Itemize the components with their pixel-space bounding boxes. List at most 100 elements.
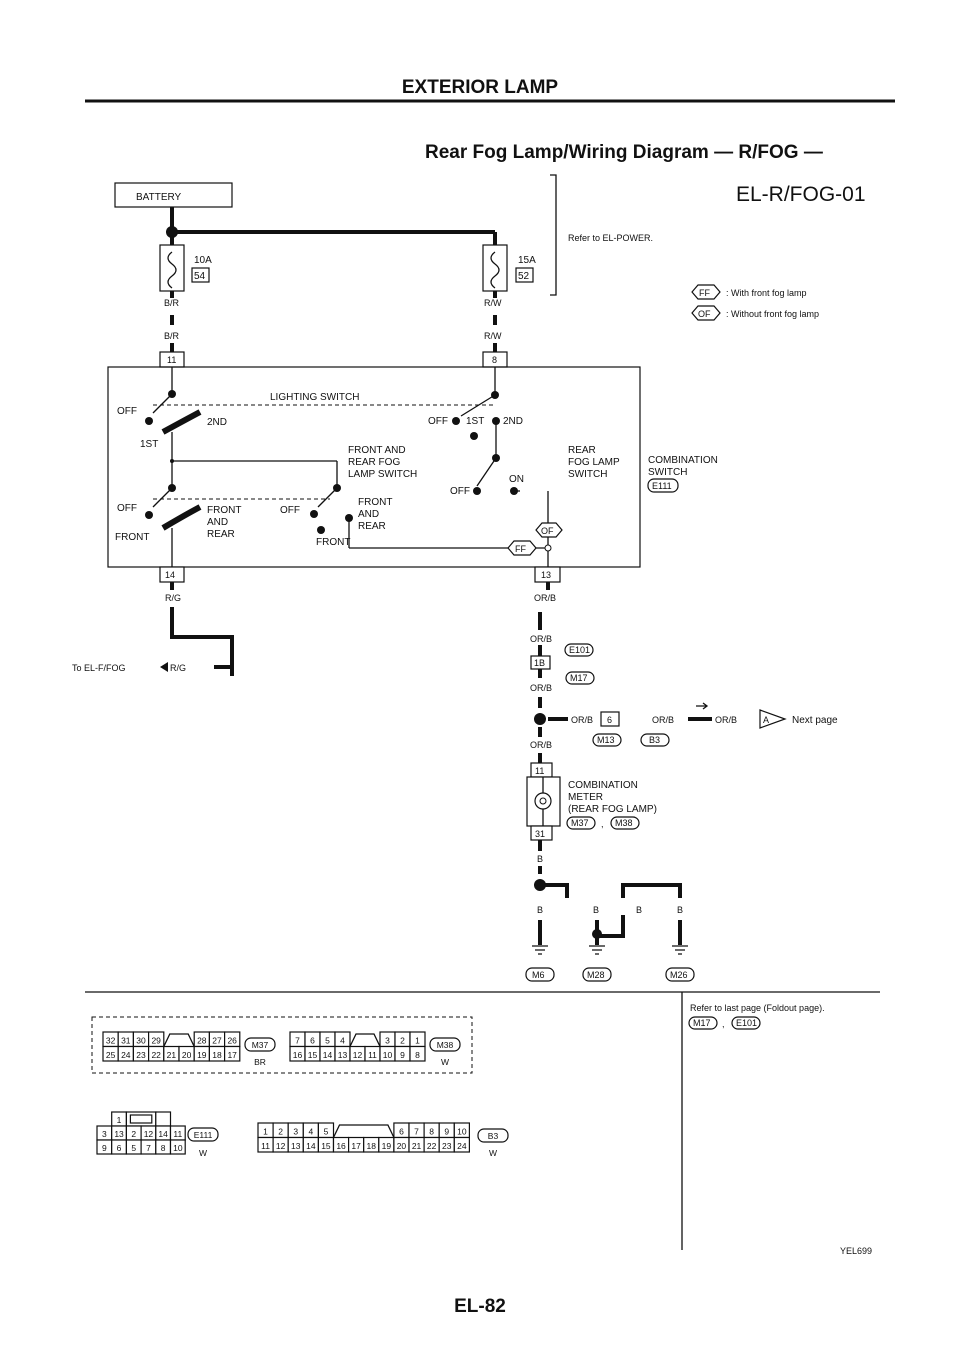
svg-text:OFF: OFF (117, 503, 137, 514)
pin-number: 25 (106, 1050, 116, 1060)
svg-text:REAR: REAR (358, 521, 386, 532)
pin-number: 16 (336, 1141, 346, 1151)
svg-text:OF: OF (698, 309, 711, 319)
fuse-left: 10A 54 (159, 244, 212, 292)
wire-color-label: OR/B (715, 715, 737, 725)
svg-text:B3: B3 (649, 735, 660, 745)
svg-text:SWITCH: SWITCH (568, 469, 607, 480)
pin-number: 14 (306, 1141, 316, 1151)
pin-number: 20 (182, 1050, 192, 1060)
figure-code: YEL699 (840, 1246, 872, 1256)
pin-number: 6 (607, 715, 612, 725)
connector-color: W (199, 1148, 207, 1158)
pin-number: 11 (368, 1050, 377, 1060)
wire-color-label: B (677, 905, 683, 915)
connector-tag-b3: B3 (640, 733, 670, 747)
pin-number: 1 (415, 1036, 420, 1046)
svg-text:E101: E101 (569, 645, 590, 655)
legend-ff: FF : With front fog lamp (691, 284, 807, 300)
connector-tag-m38: M38 (610, 816, 640, 830)
svg-text:FRONT: FRONT (207, 505, 241, 516)
pin-number: 6 (310, 1036, 315, 1046)
wire-color-label: B (537, 854, 543, 864)
pin-number: 11 (173, 1129, 182, 1139)
svg-text:REAR: REAR (207, 529, 235, 540)
fuse-right: 15A 52 (482, 244, 536, 292)
svg-text:FRONT: FRONT (358, 497, 392, 508)
pin-number: 26 (227, 1036, 237, 1046)
pin-number: 13 (541, 570, 551, 580)
pin-number: 6 (399, 1127, 404, 1137)
pin-number: 14 (323, 1050, 333, 1060)
ground-tag-m28: M28 (582, 967, 612, 982)
pin-number: 8 (492, 355, 497, 365)
pin-number: 15 (308, 1050, 318, 1060)
combination-switch-label: SWITCH (648, 467, 687, 478)
diagram-subtitle: Rear Fog Lamp/Wiring Diagram — R/FOG — (425, 142, 823, 163)
pin-number: 8 (415, 1050, 420, 1060)
pin-number: 4 (308, 1127, 313, 1137)
wire-color-label: B/R (164, 298, 180, 308)
wire-color-label: OR/B (571, 715, 593, 725)
svg-text:FRONT: FRONT (316, 537, 350, 548)
svg-text:1ST: 1ST (466, 416, 484, 427)
pin-number: 9 (102, 1143, 107, 1153)
svg-text:AND: AND (358, 509, 379, 520)
pin-number: 13 (338, 1050, 348, 1060)
pin-number: 21 (412, 1141, 422, 1151)
svg-text:REAR FOG: REAR FOG (348, 457, 400, 468)
svg-text:OFF: OFF (428, 416, 448, 427)
pin-number: 12 (353, 1050, 363, 1060)
svg-text:OFF: OFF (280, 505, 300, 516)
to-el-ffog-label: To EL-F/FOG (72, 663, 126, 673)
pin-number: 13 (291, 1141, 301, 1151)
wire-color-label: OR/B (530, 683, 552, 693)
power-bracket (550, 174, 557, 296)
pin-number: 9 (400, 1050, 405, 1060)
pin-number: 23 (442, 1141, 452, 1151)
pin-number: 10 (173, 1143, 183, 1153)
ground-tag-m6: M6 (525, 967, 555, 982)
wire-r-g (170, 607, 234, 676)
connector-tag-m17: M17 (565, 671, 595, 685)
connector-pin (169, 1139, 186, 1155)
pin-number: 16 (293, 1050, 303, 1060)
connector-id: E111 (194, 1130, 213, 1140)
option-ff-marker: FF (515, 544, 526, 554)
pin-number: 12 (276, 1141, 286, 1151)
pin-number: 7 (295, 1036, 300, 1046)
fuse-number: 52 (518, 271, 530, 282)
wire-color-label: B/R (164, 331, 180, 341)
pin-number: 4 (340, 1036, 345, 1046)
pin-number: 3 (293, 1127, 298, 1137)
svg-text:M28: M28 (587, 970, 605, 980)
combination-meter-label: COMBINATION (568, 780, 638, 791)
pin-number: 3 (385, 1036, 390, 1046)
connector-color: W (441, 1057, 449, 1067)
connector-pin (453, 1136, 470, 1153)
rear-fog-lamp-switch: OFF 1ST 2ND OFF ON REAR FOG LAMP SWITCH … (428, 367, 620, 567)
svg-text:AND: AND (207, 517, 228, 528)
pin-number: 19 (197, 1050, 207, 1060)
combination-meter-label: (REAR FOG LAMP) (568, 804, 657, 815)
pin-number: 2 (400, 1036, 405, 1046)
svg-text:E111: E111 (652, 481, 672, 491)
svg-text:FRONT: FRONT (115, 532, 149, 543)
pin-number: 5 (131, 1143, 136, 1153)
connector-pin (409, 1045, 426, 1062)
pin-number: 1B (534, 658, 545, 668)
connector-key (349, 1033, 381, 1047)
pin-number: 13 (114, 1129, 124, 1139)
svg-text:M37: M37 (571, 818, 589, 828)
wire-color-label: B (636, 905, 642, 915)
pin-number: 24 (457, 1141, 467, 1151)
wire-color-label: R/W (484, 331, 502, 341)
pin-number: 17 (351, 1141, 361, 1151)
arrow-left-icon (160, 662, 168, 672)
pin-number: 12 (144, 1129, 154, 1139)
svg-text:OFF: OFF (450, 486, 470, 497)
fuse-number: 54 (194, 271, 206, 282)
wire-color-label: OR/B (652, 715, 674, 725)
svg-text:FRONT AND: FRONT AND (348, 445, 406, 456)
pin-number: 11 (261, 1141, 270, 1151)
